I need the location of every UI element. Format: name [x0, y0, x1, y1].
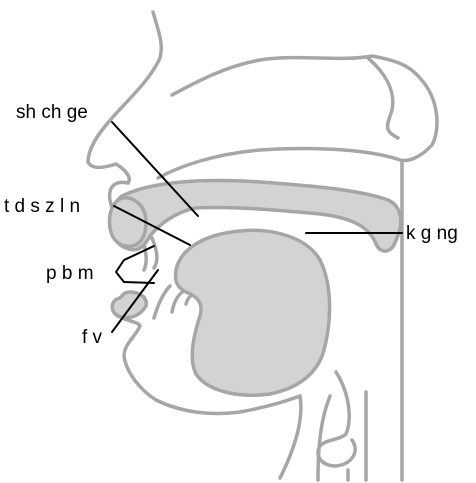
label-postalveolar: sh ch ge	[16, 102, 88, 123]
nose-outline	[88, 12, 161, 183]
label-bilabial: p b m	[46, 263, 94, 284]
label-velar: k g ng	[406, 223, 458, 244]
label-alveolar: t d s z l n	[4, 196, 80, 217]
lower-lip-fill	[112, 292, 146, 318]
neck-front	[280, 396, 301, 478]
alveolar-ridge	[110, 198, 147, 247]
label-labiodental: f v	[82, 327, 103, 348]
trachea	[348, 392, 366, 480]
nasal-cavity	[158, 56, 437, 178]
bilabial-bracket	[116, 246, 154, 283]
articulators	[110, 181, 401, 396]
tongue	[175, 230, 329, 395]
nasal-inner-edge	[368, 58, 398, 138]
epiglottis	[318, 396, 330, 480]
